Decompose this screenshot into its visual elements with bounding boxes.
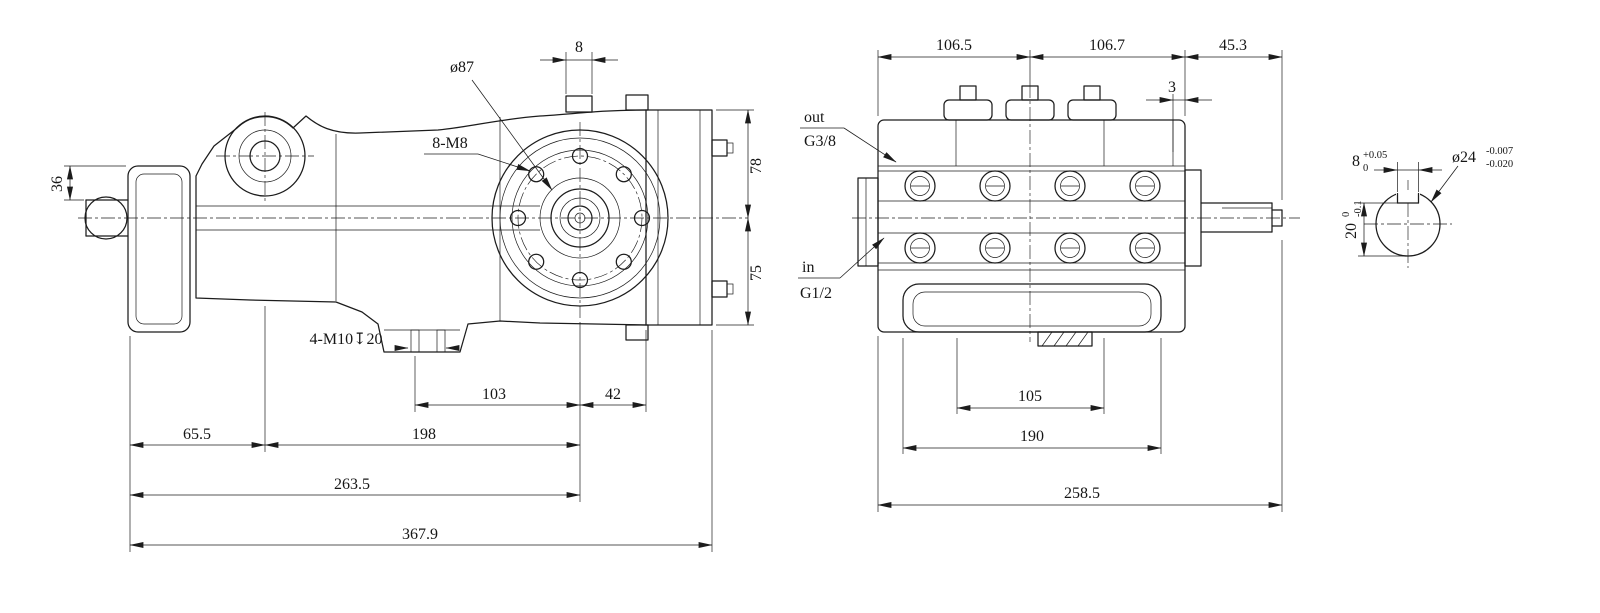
dim-45-3-label: 45.3 bbox=[1219, 37, 1247, 54]
dim-258-5-label: 258.5 bbox=[1064, 485, 1100, 502]
side-view: ø87 8 8-M8 36 78 75 4-M10↧20 103 42 65.5… bbox=[49, 39, 765, 552]
key-width-tol-lower: 0 bbox=[1363, 163, 1368, 174]
key-width-label: 8 bbox=[1352, 153, 1360, 170]
key-width-tol-upper: +0.05 bbox=[1363, 150, 1387, 161]
left-shaft-stub bbox=[84, 196, 129, 240]
dim-367-9-label: 367.9 bbox=[402, 526, 438, 543]
front-view: 106.5 106.7 45.3 3 out G3/8 in G1/2 105 … bbox=[798, 37, 1300, 512]
dim-106-7-label: 106.7 bbox=[1089, 37, 1125, 54]
shaft-diameter-tol-lower: -0.020 bbox=[1486, 159, 1513, 170]
dim-103-label: 103 bbox=[482, 386, 506, 403]
pump-body bbox=[877, 119, 1186, 333]
key-height-tol-upper: 0 bbox=[1341, 212, 1352, 217]
flange-diameter-label: ø87 bbox=[450, 59, 474, 76]
dim-3-label: 3 bbox=[1168, 79, 1176, 96]
front-view-dimensions bbox=[798, 50, 1283, 512]
inlet-flange bbox=[857, 177, 879, 267]
port-in-label: in bbox=[802, 259, 814, 276]
dim-42-label: 42 bbox=[605, 386, 621, 403]
top-boss bbox=[565, 95, 593, 113]
height-lower-label: 75 bbox=[748, 265, 765, 281]
shaft-section-labels: 8 +0.05 0 ø24 -0.007 -0.020 20 0 -0.1 bbox=[1341, 146, 1513, 239]
dim-190-label: 190 bbox=[1020, 428, 1044, 445]
dim-198-label: 198 bbox=[412, 426, 436, 443]
valve-plugs bbox=[904, 170, 1161, 264]
manifold-block bbox=[625, 94, 734, 341]
bearing-boss bbox=[224, 115, 306, 197]
dim-65-5-label: 65.5 bbox=[183, 426, 211, 443]
side-view-centerlines bbox=[78, 112, 748, 318]
bolt-callout-label: 8-M8 bbox=[432, 135, 468, 152]
port-in-thread-label: G1/2 bbox=[800, 285, 832, 302]
dim-263-5-label: 263.5 bbox=[334, 476, 370, 493]
dim-105-label: 105 bbox=[1018, 388, 1042, 405]
top-valve-caps bbox=[943, 85, 1117, 121]
dim-106-5-label: 106.5 bbox=[936, 37, 972, 54]
shaft-section-view: 8 +0.05 0 ø24 -0.007 -0.020 20 0 -0.1 bbox=[1341, 146, 1513, 268]
left-offset-label: 36 bbox=[49, 176, 66, 192]
bearing-flange bbox=[491, 95, 669, 307]
port-out-label: out bbox=[804, 109, 825, 126]
port-out-thread-label: G3/8 bbox=[804, 133, 836, 150]
shaft-diameter-tol-upper: -0.007 bbox=[1486, 146, 1513, 157]
flange-bolts bbox=[509, 147, 651, 289]
height-upper-label: 78 bbox=[748, 158, 765, 174]
key-height-tol-lower: -0.1 bbox=[1353, 200, 1364, 217]
crankcase-front bbox=[902, 283, 1162, 347]
pump-housing-outline bbox=[195, 109, 647, 353]
shaft-section-dimensions bbox=[1358, 162, 1459, 257]
side-view-dimensions bbox=[64, 52, 754, 552]
drive-shaft bbox=[1184, 169, 1283, 267]
top-boss-width-label: 8 bbox=[575, 39, 583, 56]
mount-callout-label: 4-M10↧20 bbox=[310, 331, 383, 348]
key-height-label: 20 bbox=[1343, 223, 1360, 239]
front-view-centerlines bbox=[852, 84, 1300, 342]
shaft-diameter-label: ø24 bbox=[1452, 149, 1476, 166]
crankcase-cover bbox=[127, 165, 191, 333]
keyway bbox=[1396, 192, 1420, 204]
side-view-labels: ø87 8 8-M8 36 78 75 4-M10↧20 103 42 65.5… bbox=[49, 39, 765, 543]
front-view-labels: 106.5 106.7 45.3 3 out G3/8 in G1/2 105 … bbox=[800, 37, 1247, 502]
